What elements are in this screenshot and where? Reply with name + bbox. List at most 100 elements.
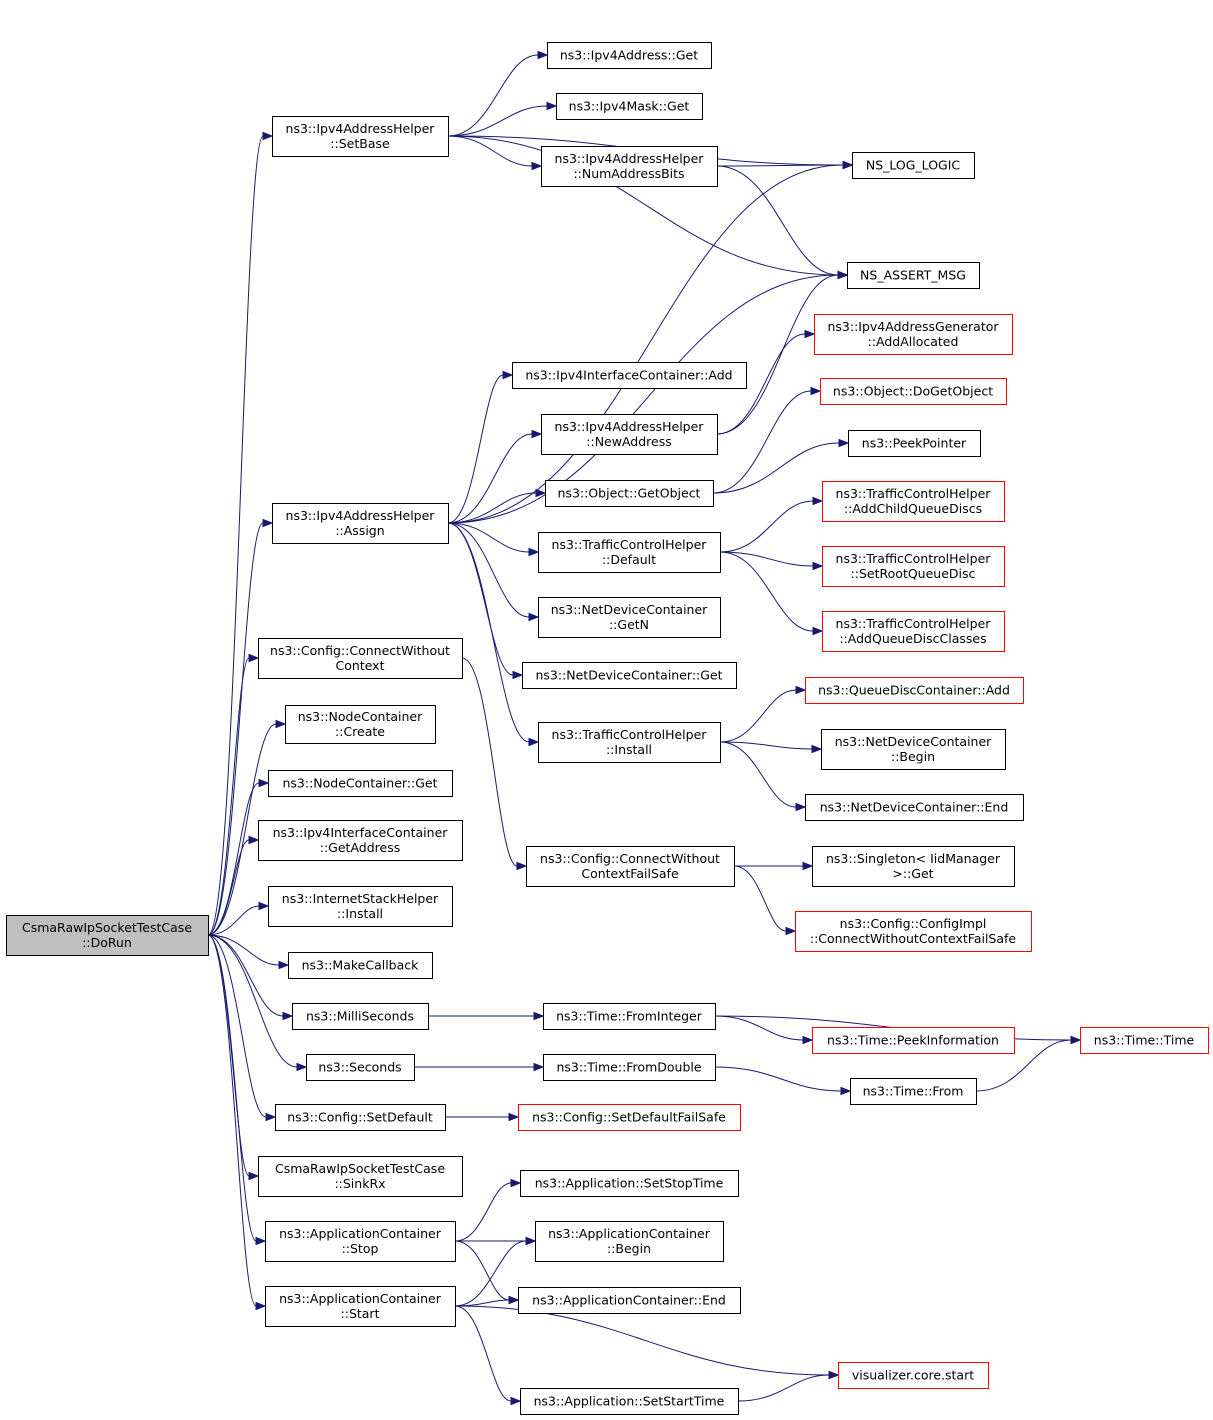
node-ndcend[interactable]: ns3::NetDeviceContainer::End	[805, 794, 1024, 821]
node-acend[interactable]: ns3::ApplicationContainer::End	[518, 1287, 741, 1314]
node-label: ns3::Time::From	[863, 1084, 964, 1099]
node-assign[interactable]: ns3::Ipv4AddressHelper::Assign	[272, 503, 449, 544]
edge-line	[454, 1240, 510, 1301]
edge-arrowhead	[248, 1171, 260, 1181]
node-ndcget[interactable]: ns3::NetDeviceContainer::Get	[522, 662, 737, 689]
node-iicadd[interactable]: ns3::Ipv4InterfaceContainer::Add	[512, 362, 747, 389]
node-addchildqd[interactable]: ns3::TrafficControlHelper::AddChildQueue…	[822, 481, 1005, 522]
node-label: ::Create	[335, 724, 385, 739]
node-getaddress[interactable]: ns3::Ipv4InterfaceContainer::GetAddress	[258, 820, 463, 861]
node-label: NS_ASSERT_MSG	[860, 268, 966, 283]
node-ndcbegin[interactable]: ns3::NetDeviceContainer::Begin	[821, 729, 1006, 770]
edge-tchinstall-to-qdcadd	[719, 685, 807, 743]
node-label: ns3::NodeContainer::Get	[283, 776, 438, 791]
node-timefrom[interactable]: ns3::Time::From	[850, 1078, 977, 1105]
node-numaddrbits[interactable]: ns3::Ipv4AddressHelper::NumAddressBits	[541, 146, 718, 187]
node-ipv4addrget[interactable]: ns3::Ipv4Address::Get	[547, 42, 712, 69]
node-setstarttime[interactable]: ns3::Application::SetStartTime	[520, 1388, 739, 1415]
node-milliseconds[interactable]: ns3::MilliSeconds	[292, 1003, 429, 1030]
node-label: ns3::PeekPointer	[862, 436, 967, 451]
node-box	[258, 820, 463, 861]
node-label: ::NewAddress	[586, 434, 671, 449]
edge-line	[454, 1305, 830, 1376]
node-setdefaultfs[interactable]: ns3::Config::SetDefaultFailSafe	[518, 1104, 741, 1131]
edge-arrowhead	[785, 926, 797, 936]
node-box	[812, 1027, 1015, 1054]
node-appstop[interactable]: ns3::ApplicationContainer::Stop	[265, 1221, 456, 1262]
node-label: ns3::Object::DoGetObject	[833, 384, 993, 399]
edge-tchdefault-to-addqdclasses	[719, 551, 824, 636]
node-label: ns3::Ipv4InterfaceContainer::Add	[525, 368, 732, 383]
node-setstoptime[interactable]: ns3::Application::SetStopTime	[520, 1170, 739, 1197]
edge-arrowhead	[533, 1062, 545, 1072]
node-sinkrx[interactable]: CsmaRawIpSocketTestCase::SinkRx	[258, 1156, 463, 1197]
node-box	[522, 662, 737, 689]
node-nodecreate[interactable]: ns3::NodeContainer::Create	[285, 705, 436, 744]
edge-line	[207, 839, 250, 936]
node-addralloc[interactable]: ns3::Ipv4AddressGenerator::AddAllocated	[814, 314, 1013, 355]
node-box	[538, 597, 721, 638]
edge-line	[719, 551, 814, 567]
node-inetinstall[interactable]: ns3::InternetStackHelper::Install	[268, 886, 453, 927]
edge-tchdefault-to-setrootqd	[719, 551, 824, 571]
node-singletonget[interactable]: ns3::Singleton< IidManager>::Get	[812, 846, 1015, 887]
edge-arrowhead	[265, 1112, 277, 1122]
node-peekpointer[interactable]: ns3::PeekPointer	[848, 430, 981, 457]
node-connectwithout[interactable]: ns3::Config::ConnectWithoutContext	[258, 638, 463, 679]
node-box	[272, 116, 449, 157]
node-nsassert[interactable]: NS_ASSERT_MSG	[847, 262, 980, 289]
edge-arrowhead	[840, 1086, 852, 1096]
node-addqdclasses[interactable]: ns3::TrafficControlHelper::AddQueueDiscC…	[822, 611, 1005, 652]
edge-assign-to-tchinstall	[447, 522, 540, 747]
node-label: ns3::Ipv4AddressHelper	[286, 121, 436, 136]
node-cwcfailsafe[interactable]: ns3::Config::ConnectWithoutContextFailSa…	[526, 846, 735, 887]
node-box	[556, 93, 703, 120]
node-vizstart[interactable]: visualizer.core.start	[838, 1362, 989, 1389]
node-tchdefault[interactable]: ns3::TrafficControlHelper::Default	[538, 532, 721, 573]
edge-arrowhead	[528, 737, 540, 747]
edge-arrowhead	[255, 1301, 267, 1311]
node-label: ns3::Time::FromInteger	[556, 1009, 703, 1024]
node-nslogic[interactable]: NS_LOG_LOGIC	[852, 152, 975, 179]
node-box	[543, 1003, 716, 1030]
node-fromint[interactable]: ns3::Time::FromInteger	[543, 1003, 716, 1030]
node-seconds[interactable]: ns3::Seconds	[306, 1054, 415, 1081]
node-fromdouble[interactable]: ns3::Time::FromDouble	[543, 1054, 716, 1081]
node-makecallback[interactable]: ns3::MakeCallback	[288, 952, 433, 979]
edge-appstart-to-acbegin	[454, 1236, 537, 1307]
node-setrootqd[interactable]: ns3::TrafficControlHelper::SetRootQueueD…	[822, 546, 1005, 587]
node-setdefault[interactable]: ns3::Config::SetDefault	[275, 1104, 446, 1131]
node-acbegin[interactable]: ns3::ApplicationContainer::Begin	[535, 1221, 724, 1262]
node-box	[838, 1362, 989, 1389]
edge-line	[454, 1182, 512, 1242]
node-ndcgetn[interactable]: ns3::NetDeviceContainer::GetN	[538, 597, 721, 638]
node-box	[268, 886, 453, 927]
edge-appstop-to-acend	[454, 1240, 520, 1305]
node-newaddress[interactable]: ns3::Ipv4AddressHelper::NewAddress	[541, 414, 718, 455]
edge-numaddrbits-to-nslogic	[716, 160, 854, 170]
node-label: ns3::Ipv4AddressHelper	[286, 508, 436, 523]
edge-connectwithout-to-cwcfailsafe	[461, 657, 528, 871]
node-getobject[interactable]: ns3::Object::GetObject	[545, 480, 714, 507]
edge-seconds-to-fromdouble	[413, 1062, 545, 1072]
node-tchinstall[interactable]: ns3::TrafficControlHelper::Install	[538, 722, 721, 763]
edge-arrowhead	[533, 1011, 545, 1021]
node-label: ns3::Ipv4Address::Get	[560, 48, 698, 63]
node-label: ::AddChildQueueDiscs	[844, 501, 982, 516]
edge-line	[719, 741, 797, 808]
node-dogetobject[interactable]: ns3::Object::DoGetObject	[820, 378, 1007, 405]
node-ipv4maskget[interactable]: ns3::Ipv4Mask::Get	[556, 93, 703, 120]
node-label: ns3::NetDeviceContainer	[835, 734, 992, 749]
node-dorun[interactable]: CsmaRawIpSocketTestCase::DoRun	[6, 915, 209, 956]
edge-arrowhead	[810, 386, 822, 396]
node-qdcadd[interactable]: ns3::QueueDiscContainer::Add	[805, 677, 1024, 704]
node-setbase[interactable]: ns3::Ipv4AddressHelper::SetBase	[272, 116, 449, 157]
node-label: ns3::Config::ConfigImpl	[840, 916, 987, 931]
node-label: NS_LOG_LOGIC	[866, 158, 961, 173]
node-configimpl[interactable]: ns3::Config::ConfigImpl::ConnectWithoutC…	[795, 911, 1032, 952]
node-timetime[interactable]: ns3::Time::Time	[1080, 1027, 1209, 1054]
node-nodeget[interactable]: ns3::NodeContainer::Get	[268, 770, 453, 797]
node-peekinfo[interactable]: ns3::Time::PeekInformation	[812, 1027, 1015, 1054]
node-box	[820, 378, 1007, 405]
node-appstart[interactable]: ns3::ApplicationContainer::Start	[265, 1286, 456, 1327]
